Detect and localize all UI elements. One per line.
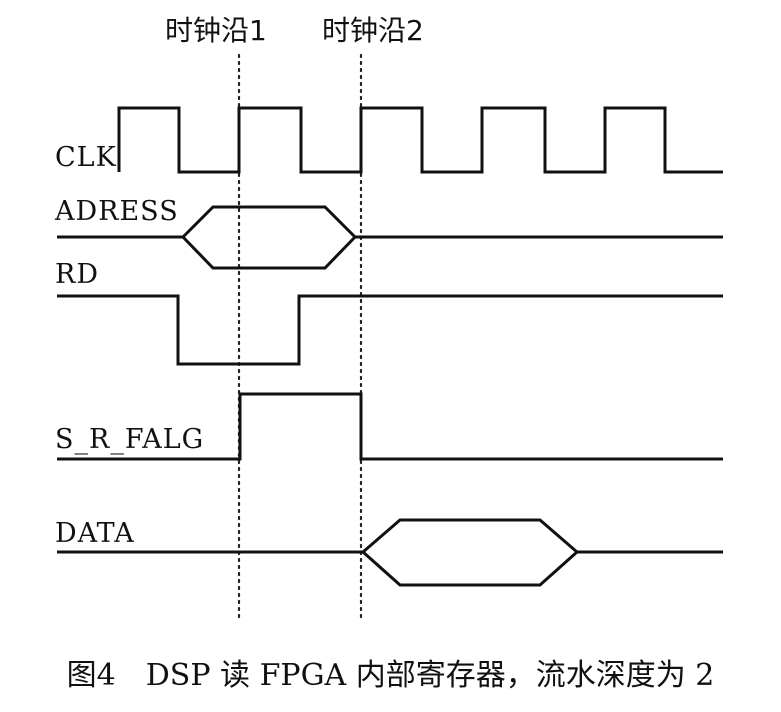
clk-waveform — [117, 106, 723, 174]
marker-label-edge1: 时钟沿1 — [165, 14, 267, 47]
signal-label-data: DATA — [55, 518, 135, 549]
timing-diagram: 时钟沿1 时钟沿2 CLK ADRESS RD S_R_FALG DATA — [54, 14, 723, 624]
signal-label-clk: CLK — [55, 142, 117, 173]
data-bus-valid-segment — [360, 518, 580, 587]
signal-label-s-r-flag: S_R_FALG — [55, 424, 204, 455]
rd-waveform — [57, 294, 723, 366]
address-bus-valid-segment — [180, 205, 358, 270]
s-r-flag-waveform — [57, 392, 723, 461]
marker-label-edge2: 时钟沿2 — [322, 14, 424, 47]
signal-label-address: ADRESS — [54, 196, 179, 227]
figure-caption: 图4 DSP 读 FPGA 内部寄存器，流水深度为 2 — [66, 658, 715, 693]
signal-label-rd: RD — [55, 259, 99, 290]
